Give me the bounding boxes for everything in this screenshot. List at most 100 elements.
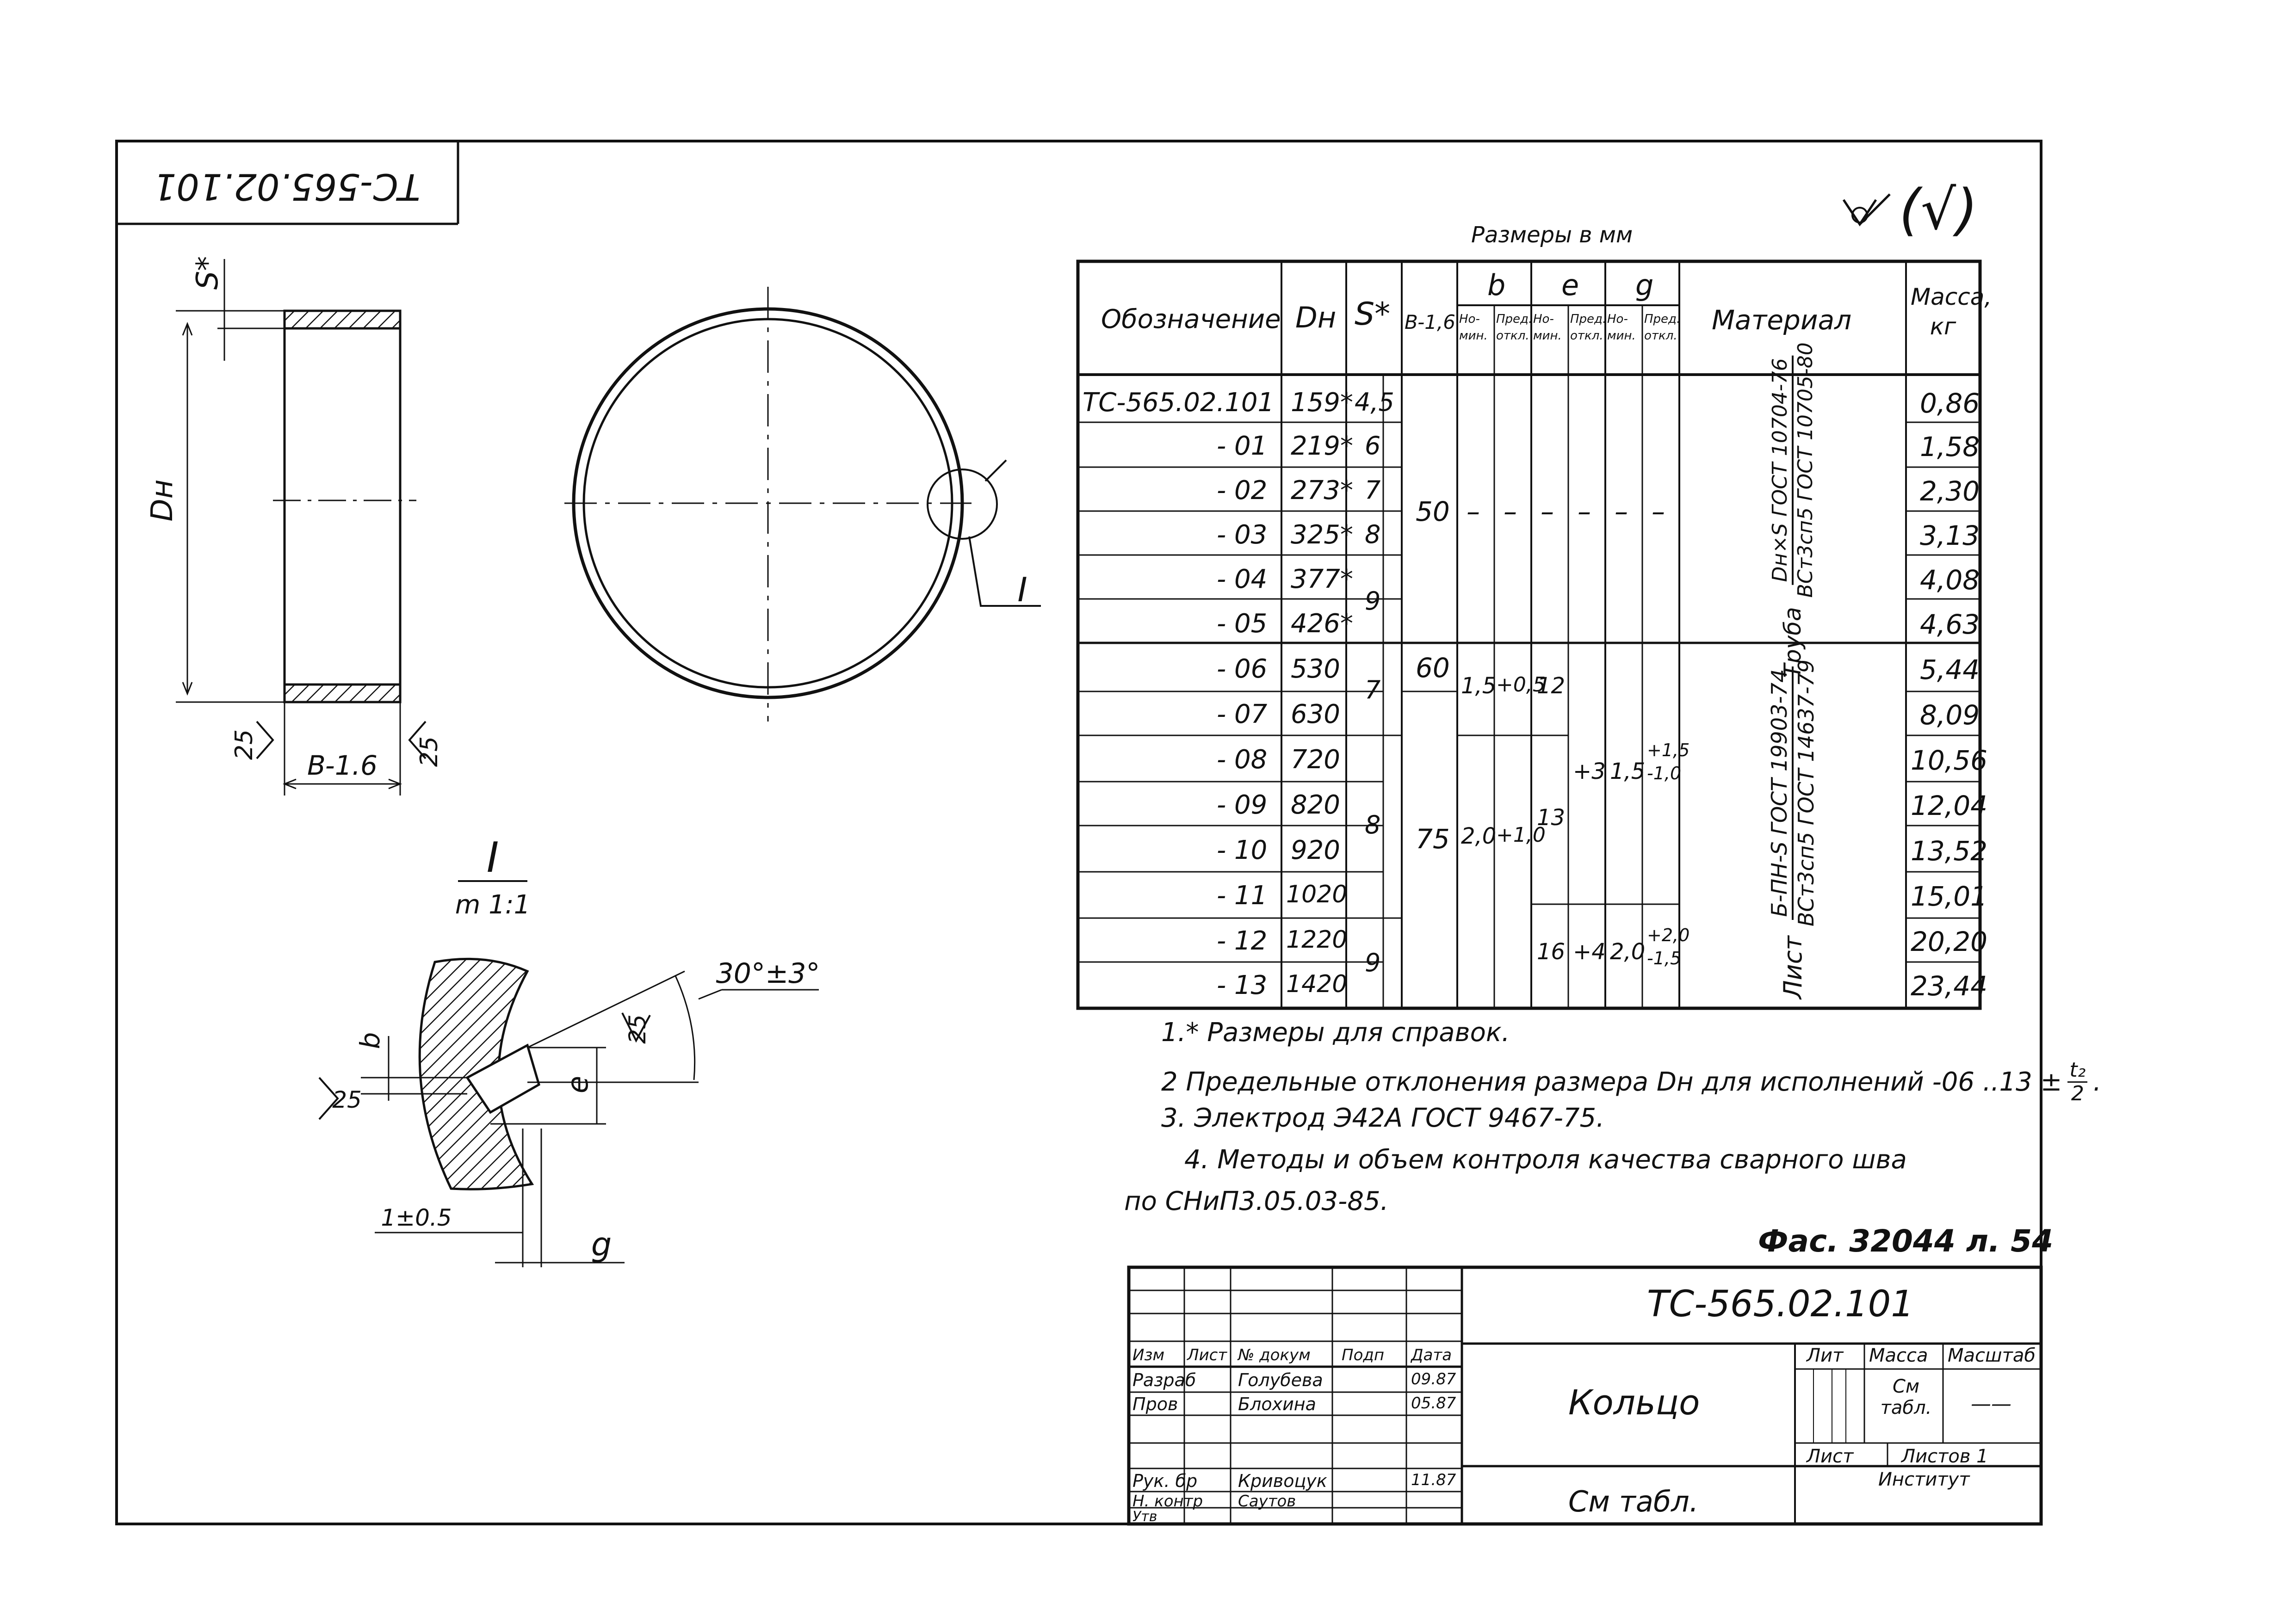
row-mass: 12,04	[1911, 790, 1988, 821]
b-tolerance: +0,5	[1496, 673, 1546, 697]
row-dn: 159*	[1291, 388, 1353, 418]
row-dn: 530	[1291, 654, 1340, 684]
row-mass: 1,58	[1920, 431, 1980, 463]
header-material: Материал	[1712, 304, 1852, 336]
note-2-text: 2 Предельные отклонения размера Dн для и…	[1161, 1067, 2062, 1097]
detail-mark: I	[1017, 570, 1027, 609]
b16-value: 50	[1416, 496, 1450, 527]
row-dn: 1220	[1286, 926, 1348, 954]
g-tolerance: -1,0	[1647, 763, 1682, 783]
tb-role: Пров	[1133, 1394, 1178, 1414]
row-designation: - 07	[1217, 699, 1268, 729]
material-pipe-denominator: ВСт3сп5 ГОСТ 10705-80	[1794, 342, 1817, 598]
header-g-nominal: Но-мин.	[1607, 312, 1636, 343]
tb-role: Рук. бр	[1133, 1471, 1198, 1491]
g-tolerance: +2,0	[1647, 925, 1690, 945]
row-dn: 377*	[1291, 564, 1353, 594]
rough-left-label: 25	[230, 729, 258, 760]
tb-person: Саутов	[1238, 1492, 1296, 1511]
row-mass: 15,01	[1911, 881, 1988, 912]
row-mass: 23,44	[1911, 970, 1988, 1002]
header-mass: Масса, кг	[1911, 284, 1992, 340]
dash-cell: –	[1578, 496, 1591, 527]
tb-listov: Листов 1	[1901, 1446, 1988, 1467]
e-tolerance: +3	[1573, 759, 1606, 784]
g-tolerance: -1,5	[1647, 948, 1682, 968]
material-sheet-prefix: Лист	[1778, 936, 1807, 999]
row-mass: 8,09	[1920, 699, 1980, 731]
row-mass: 13,52	[1911, 835, 1988, 867]
tb-code: ТС-565.02.101	[1647, 1283, 1914, 1325]
sizes-caption: Размеры в мм	[1471, 222, 1633, 248]
tb-hdr-podp: Подп	[1342, 1346, 1385, 1364]
roughness-icon	[1842, 193, 1891, 227]
tb-massa: Масса	[1869, 1345, 1928, 1366]
row-dn: 1020	[1286, 881, 1348, 908]
material-sheet: Лист Б-ПН-S ГОСТ 19903-74 ВСт3сп5 ГОСТ 1…	[1767, 657, 1819, 999]
e-dim-label: e	[561, 1076, 594, 1093]
note-2-denominator: 2	[2071, 1082, 2084, 1105]
note-2: 2 Предельные отклонения размера Dн для и…	[1161, 1059, 2101, 1105]
e-nominal: 13	[1537, 805, 1566, 831]
header-b-tolerance: Пред. откл.	[1496, 312, 1533, 343]
side-view	[176, 259, 427, 796]
row-s: 7	[1365, 675, 1381, 704]
archive-ref: Фас. 32044 л. 54	[1758, 1223, 2053, 1259]
row-s: 4,5	[1355, 388, 1394, 417]
header-b-nominal: Но-мин.	[1459, 312, 1488, 343]
material-pipe-numerator: Dн×S ГОСТ 10704-76	[1768, 355, 1794, 585]
row-dn: 219*	[1291, 431, 1353, 461]
note-4-cont: по СНиП3.05.03-85.	[1124, 1186, 1389, 1216]
tb-masshtab-value: ——	[1971, 1392, 2011, 1416]
dn-label: Dн	[145, 479, 179, 521]
material-pipe-fraction: Dн×S ГОСТ 10704-76 ВСт3сп5 ГОСТ 10705-80	[1768, 339, 1817, 600]
row-dn: 1420	[1286, 970, 1348, 998]
tb-person: Кривоцук	[1238, 1471, 1327, 1491]
row-s: 8	[1365, 810, 1381, 839]
roughness-paren: (√)	[1899, 178, 1978, 242]
row-mass: 3,13	[1920, 520, 1980, 551]
b-tolerance: +1,0	[1496, 823, 1546, 847]
note-2-period: .	[2093, 1067, 2102, 1097]
code-stamp: ТС-565.02.101	[154, 166, 421, 207]
row-s: 9	[1365, 948, 1381, 977]
header-s: S*	[1355, 296, 1391, 333]
row-dn: 426*	[1291, 609, 1353, 639]
g-nominal: 2,0	[1610, 939, 1646, 965]
header-dn: Dн	[1295, 301, 1337, 334]
g-dim-label: g	[591, 1226, 612, 1264]
row-designation: - 10	[1217, 835, 1268, 865]
tb-hdr-data: Дата	[1411, 1346, 1452, 1364]
note-1: 1.* Размеры для справок.	[1161, 1018, 1510, 1048]
tb-date: 11.87	[1411, 1471, 1456, 1489]
header-g-tolerance: Пред. откл.	[1644, 312, 1681, 343]
tb-material: См табл.	[1568, 1485, 1699, 1518]
tb-massa-value: См табл.	[1880, 1376, 1932, 1418]
row-designation: - 01	[1217, 431, 1268, 461]
tb-lit: Лит	[1807, 1345, 1844, 1366]
g-tolerance: +1,5	[1647, 740, 1690, 760]
e-nominal: 16	[1537, 939, 1566, 965]
row-designation: - 08	[1217, 745, 1268, 775]
b-nominal: 1,5	[1461, 673, 1497, 699]
g-nominal: 1,5	[1610, 759, 1646, 784]
spec-table-grid	[1076, 259, 1982, 1010]
row-designation: ТС-565.02.101	[1083, 388, 1275, 418]
material-sheet-numerator: Б-ПН-S ГОСТ 19903-74	[1767, 666, 1794, 920]
front-view	[564, 287, 1041, 722]
note-2-fraction: t₂ 2	[2067, 1059, 2088, 1105]
row-s: 9	[1365, 586, 1381, 616]
header-b: b	[1487, 268, 1506, 302]
header-e-tolerance: Пред. откл.	[1570, 312, 1607, 343]
tb-role: Разраб	[1133, 1370, 1196, 1390]
row-mass: 0,86	[1920, 388, 1980, 419]
header-g: g	[1635, 268, 1654, 302]
row-dn: 273*	[1291, 475, 1353, 506]
code-stamp-box	[117, 141, 459, 225]
dash-cell: –	[1541, 496, 1554, 527]
material-pipe: Труба Dн×S ГОСТ 10704-76 ВСт3сп5 ГОСТ 10…	[1768, 339, 1817, 678]
dash-cell: –	[1467, 496, 1480, 527]
note-4: 4. Методы и объем контроля качества свар…	[1184, 1145, 1907, 1175]
gap-dim-label: 1±0.5	[381, 1204, 452, 1231]
